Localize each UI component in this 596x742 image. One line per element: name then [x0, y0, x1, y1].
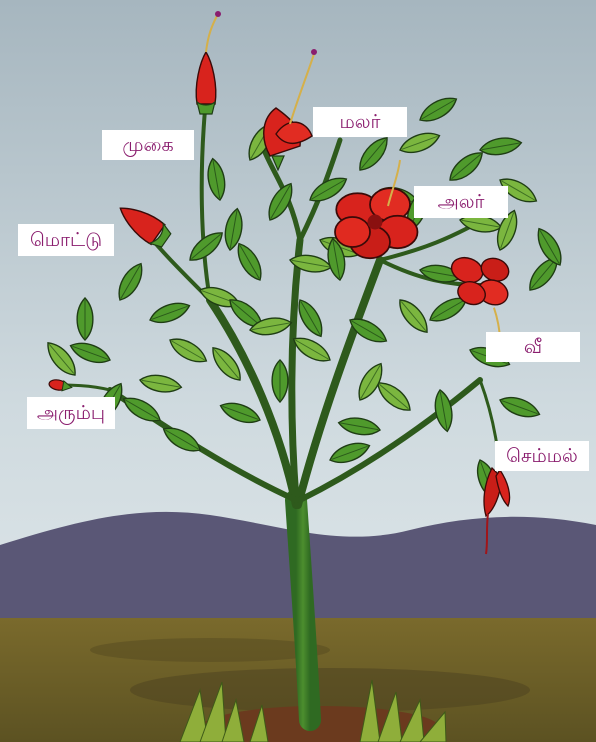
label-mottu: மொட்டு — [18, 224, 114, 256]
label-semmal: செம்மல் — [495, 441, 589, 471]
label-arumbu: அரும்பு — [27, 397, 115, 429]
label-malar: மலர் — [313, 107, 407, 137]
label-mukai: முகை — [102, 130, 194, 160]
label-alar: அலர் — [414, 186, 508, 218]
label-vee: வீ — [486, 332, 580, 362]
